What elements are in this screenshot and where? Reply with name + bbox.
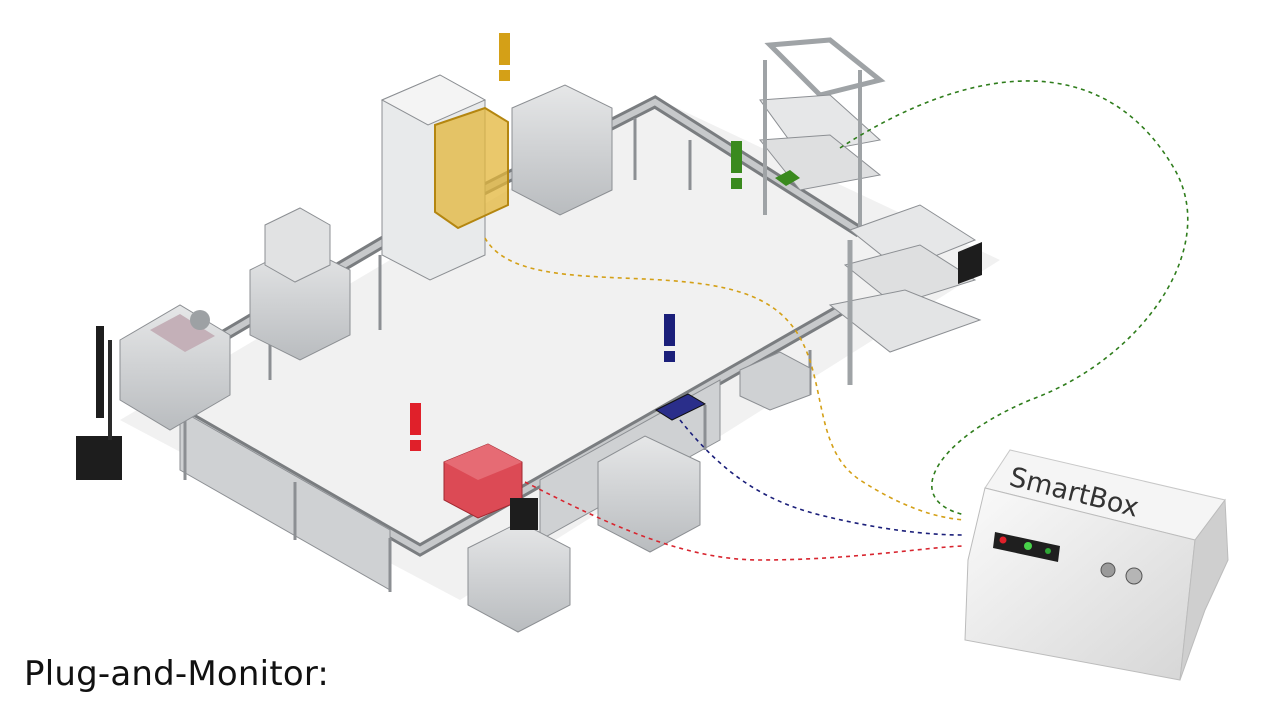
alert-green: [731, 141, 742, 189]
floor-shadow: [120, 100, 1000, 600]
smartbox-device: SmartBox: [964, 449, 1229, 681]
green-signal-line: [839, 80, 1189, 516]
alert-yellow: [499, 33, 510, 81]
machine-station-front-right: [597, 351, 811, 553]
machine-station-2: [249, 207, 351, 361]
status-led-red: [999, 536, 1007, 544]
status-led-green-2: [1045, 548, 1051, 554]
enclosure-cell: [380, 74, 509, 281]
shelf-rack-right: [828, 204, 982, 385]
status-led-green: [1024, 542, 1032, 550]
alert-blue: [664, 314, 675, 362]
alert-red: [410, 403, 421, 451]
machine-station-front: [443, 443, 571, 633]
toggle-switch-2: [1125, 567, 1143, 585]
blue-signal-line: [679, 419, 963, 536]
red-signal-line: [524, 481, 963, 561]
toggle-switch-1: [1100, 562, 1116, 578]
signal-lines: [484, 80, 1189, 561]
caption: Plug-and-Monitor:: [24, 654, 330, 694]
green-sensor-module: [775, 170, 800, 186]
machine-cell-left: [119, 304, 231, 431]
monitor-stand-left: [76, 326, 122, 480]
machine-station-top: [511, 84, 613, 216]
blue-sensor-module: [654, 393, 707, 421]
